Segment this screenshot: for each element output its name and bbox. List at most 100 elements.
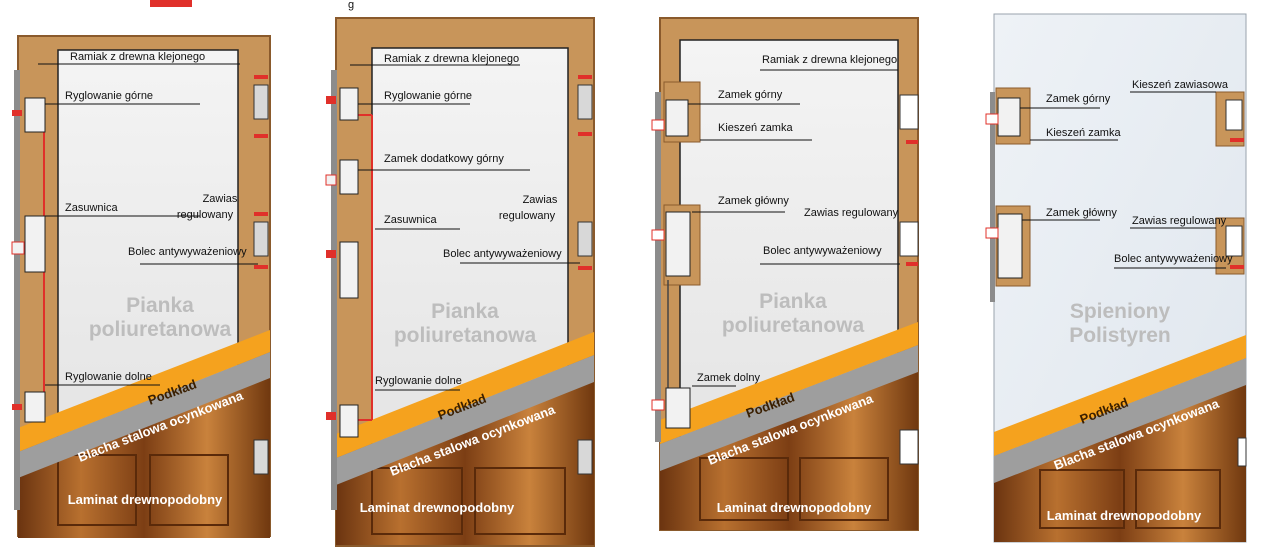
door3-mainlock-label: Zamek główny <box>718 195 789 207</box>
door4-top-lock-icon <box>997 97 1021 137</box>
door4-pocket-label: Kieszeń zamka <box>1046 127 1121 139</box>
door4-toplock-label: Zamek górny <box>1046 93 1111 105</box>
door3-top-lock-icon <box>665 99 689 137</box>
door-1: Ramiak z drewna klejonego Ryglowanie gór… <box>11 35 271 538</box>
door1-red-box-icon <box>11 241 25 255</box>
door1-panel-right <box>149 454 229 526</box>
door2-top-lock-icon <box>339 87 359 121</box>
door3-toplock-label: Zamek górny <box>718 89 783 101</box>
door2-extra-lock-icon <box>339 159 359 195</box>
door4-hinge-bottom-icon <box>1237 437 1247 467</box>
door3-red-bolt-top-icon <box>651 119 665 131</box>
door2-hinge-mid-icon <box>577 221 593 257</box>
door1-anti-label: Bolec antywyważeniowy <box>128 246 247 258</box>
door3-panel-left <box>699 457 789 521</box>
door2-hinge-top-icon <box>577 84 593 120</box>
door1-top-lock-icon <box>24 97 46 133</box>
door4-hinge-top-icon <box>1225 99 1243 131</box>
door2-anti-pin1-icon <box>578 75 592 79</box>
door1-hinge-bottom-icon <box>253 439 269 475</box>
door1-anti-pin3-icon <box>254 212 268 216</box>
door3-bottom-lock-icon <box>665 387 691 429</box>
door3-red-bolt-mid-icon <box>651 229 665 241</box>
door2-laminate-label: Laminat drewnopodobny <box>360 500 515 515</box>
door3-frame-label: Ramiak z drewna klejonego <box>762 54 897 66</box>
door1-panel-left <box>57 454 137 526</box>
door2-panel-right <box>474 467 566 535</box>
door2-bolt-label: Zasuwnica <box>384 214 437 226</box>
top-red-fragment <box>150 0 192 7</box>
door4-red-bolt-mid-icon <box>985 227 999 239</box>
door4-red-bolt-top-icon <box>985 113 999 125</box>
door4-hinge-label: Zawias regulowany <box>1132 215 1227 227</box>
door1-red-pin-icon <box>12 110 22 116</box>
door1-toplock-label: Ryglowanie górne <box>65 90 153 102</box>
door1-laminate-label: Laminat drewnopodobny <box>68 492 223 507</box>
door1-hinge-mid-icon <box>253 221 269 257</box>
door2-steel <box>336 355 594 485</box>
door3-main-lock-icon <box>665 211 691 277</box>
door2-bottom-lock-icon <box>339 404 359 438</box>
door2-hinge-bottom-icon <box>577 439 593 475</box>
door3-bottomlock-label: Zamek dolny <box>697 372 760 384</box>
top-fragment-text: g <box>348 0 354 11</box>
door4-panel-right <box>1135 469 1221 529</box>
door1-bolt-label: Zasuwnica <box>65 202 118 214</box>
door1-steel <box>18 352 270 478</box>
door2-anti-pin3-icon <box>578 266 592 270</box>
door3-edge-bar <box>655 92 661 442</box>
door2-red-pin2-icon <box>326 250 336 258</box>
door1-anti-pin2-icon <box>254 134 268 138</box>
door1-bottomlock-label: Ryglowanie dolne <box>65 371 152 383</box>
door3-hinge-bottom-icon <box>899 429 919 465</box>
door2-red-pin3-icon <box>326 412 336 420</box>
door2-anti-label: Bolec antywyważeniowy <box>443 248 562 260</box>
door2-bolt-lock-icon <box>339 241 359 299</box>
door4-panel-left <box>1039 469 1125 529</box>
door1-edge-bar <box>14 70 20 510</box>
door3-pocket-label: Kieszeń zamka <box>718 122 793 134</box>
door1-hinge-top-icon <box>253 84 269 120</box>
door1-bottom-lock-icon <box>24 391 46 423</box>
door2-bottomlock-label: Ryglowanie dolne <box>375 375 462 387</box>
door4-steel <box>994 358 1246 483</box>
door3-anti-label: Bolec antywyważeniowy <box>763 245 882 257</box>
door-4: Zamek górny Kieszeń zawiasowa Kieszeń za… <box>985 13 1247 543</box>
door4-anti-pin2-icon <box>1230 265 1244 269</box>
door4-main-lock-icon <box>997 213 1023 279</box>
door3-hinge-top-icon <box>899 94 919 130</box>
door3-hinge-mid-icon <box>899 221 919 257</box>
door3-anti-pin2-icon <box>906 262 918 266</box>
door2-primer <box>336 332 594 458</box>
door3-laminate-label: Laminat drewnopodobny <box>717 500 872 515</box>
door4-edge-bar <box>990 92 995 302</box>
door3-anti-pin1-icon <box>906 140 918 144</box>
door-2: Ramiak z drewna klejonego Ryglowanie gór… <box>325 17 595 547</box>
door4-anti-label: Bolec antywyważeniowy <box>1114 253 1233 265</box>
door4-hinge-mid-icon <box>1225 225 1243 257</box>
door3-hinge-label: Zawias regulowany <box>804 207 899 219</box>
door1-bolt-lock-icon <box>24 215 46 273</box>
door4-anti-pin1-icon <box>1230 138 1244 142</box>
door1-frame-label: Ramiak z drewna klejonego <box>70 51 205 63</box>
door4-laminate-label: Laminat drewnopodobny <box>1047 508 1202 523</box>
door1-red-pin2-icon <box>12 404 22 410</box>
door1-anti-pin4-icon <box>254 265 268 269</box>
door3-steel <box>660 345 918 471</box>
door2-anti-pin2-icon <box>578 132 592 136</box>
door1-anti-pin1-icon <box>254 75 268 79</box>
door2-panel-left <box>371 467 463 535</box>
door3-primer <box>660 322 918 444</box>
door2-extra-label: Zamek dodatkowy górny <box>384 153 504 165</box>
door2-red-pin-icon <box>326 96 336 104</box>
door2-toplock-label: Ryglowanie górne <box>384 90 472 102</box>
door3-red-bolt-bottom-icon <box>651 399 665 411</box>
door3-panel-right <box>799 457 889 521</box>
